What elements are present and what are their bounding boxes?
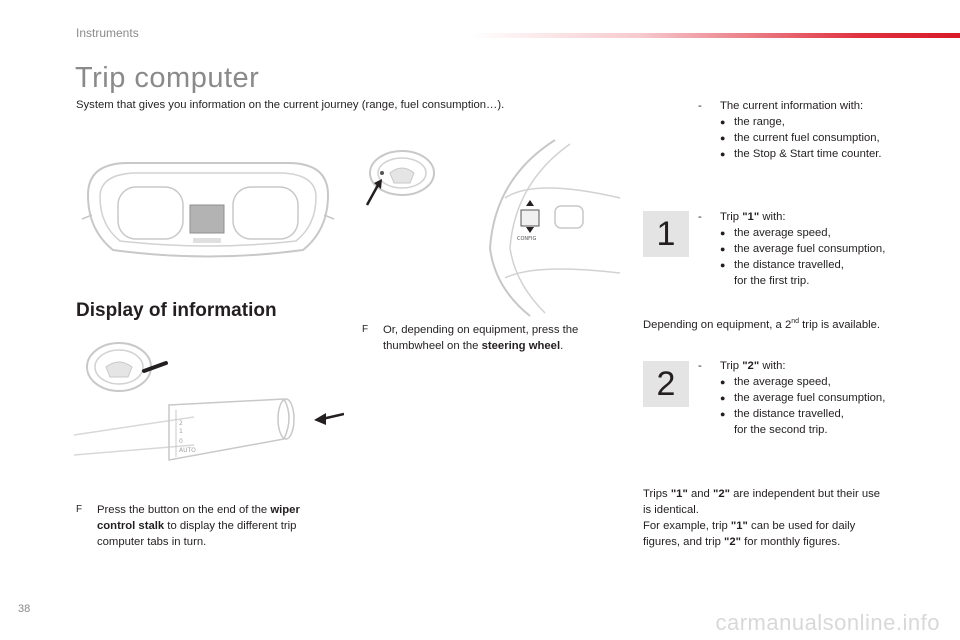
- steering-wheel-thumbwheel-illustration: CONFIG: [488, 139, 621, 317]
- stalk-mark-0: 0: [179, 438, 183, 445]
- trip-2-list: - Trip "2" with: the average speed, the …: [698, 358, 928, 438]
- intro-text: System that gives you information on the…: [76, 99, 505, 111]
- list-item: the distance travelled,: [720, 257, 928, 273]
- stalk-mark-auto: AUTO: [179, 447, 196, 454]
- current-info-list: - The current information with: the rang…: [698, 98, 928, 162]
- stalk-mark-1: 1: [179, 428, 183, 435]
- list-item: the average speed,: [720, 374, 928, 390]
- page-title: Trip computer: [75, 62, 260, 94]
- list-item: the average fuel consumption,: [720, 241, 928, 257]
- section-label: Instruments: [76, 26, 139, 40]
- steering-wheel-small-illustration: [365, 150, 435, 206]
- instruction-marker-icon: F: [76, 504, 83, 515]
- instruction-marker-icon: F: [362, 324, 369, 335]
- trip-1-list: - Trip "1" with: the average speed, the …: [698, 209, 928, 289]
- config-label: CONFIG: [517, 236, 537, 242]
- trip-1-icon: 1: [643, 211, 689, 257]
- header-gradient-bar: [470, 33, 960, 38]
- trip-2-icon: 2: [643, 361, 689, 407]
- steering-instruction: F Or, depending on equipment, press the …: [362, 324, 579, 352]
- list-item: the distance travelled,: [720, 406, 928, 422]
- watermark: carmanualsonline.info: [715, 610, 940, 635]
- list-item: the average fuel consumption,: [720, 390, 928, 406]
- stalk-mark-2: 2: [179, 420, 183, 427]
- list-item: the Stop & Start time counter.: [720, 146, 928, 162]
- list-item: the range,: [720, 114, 928, 130]
- display-heading: Display of information: [76, 300, 277, 321]
- list-item: the average speed,: [720, 225, 928, 241]
- wiper-stalk-illustration: 2 1 0 AUTO: [74, 342, 344, 461]
- list-item: the current fuel consumption,: [720, 130, 928, 146]
- page-number: 38: [18, 603, 31, 615]
- instrument-panel-illustration: [81, 162, 335, 258]
- wiper-instruction: F Press the button on the end of the wip…: [76, 504, 300, 548]
- independence-note: Trips "1" and "2" are independent but th…: [643, 488, 881, 548]
- second-trip-note: Depending on equipment, a 2nd trip is av…: [643, 318, 881, 331]
